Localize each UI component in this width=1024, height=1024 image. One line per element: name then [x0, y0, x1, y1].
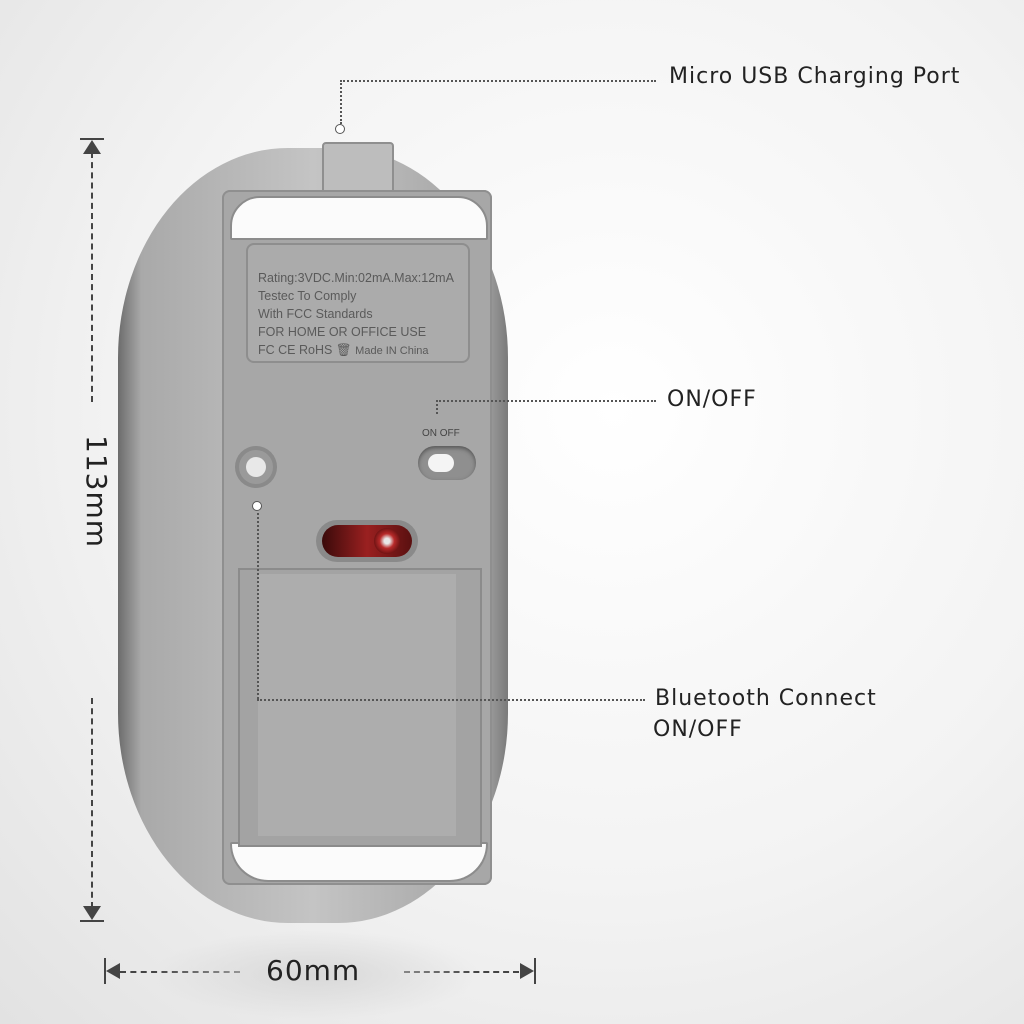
bluetooth-connect-button[interactable] — [235, 446, 277, 488]
battery-door-panel — [258, 574, 456, 836]
usb-callout-line — [340, 80, 656, 82]
height-dimension — [80, 138, 110, 928]
rating-line: FOR HOME OR OFFICE USE — [258, 325, 427, 339]
off-mark: OFF — [439, 428, 460, 439]
rating-plate: Rating:3VDC.Min:02mA.Max:12mA Testec To … — [246, 243, 470, 363]
power-switch[interactable] — [418, 446, 476, 480]
width-label: 60mm — [266, 954, 361, 987]
bluetooth-callout-dot — [252, 501, 262, 511]
glide-pad-bottom — [230, 842, 488, 882]
optical-sensor — [316, 520, 418, 562]
usb-port — [322, 142, 394, 198]
usb-port-label: Micro USB Charging Port — [669, 64, 961, 89]
usb-callout-dot — [335, 124, 345, 134]
bluetooth-label-line2: ON/OFF — [653, 717, 743, 742]
mouse-reflection — [150, 930, 480, 1020]
power-callout-line — [436, 400, 438, 414]
certification-marks: FC CE RoHS — [258, 343, 333, 357]
switch-marks: ON OFF — [422, 428, 460, 439]
rating-line: With FCC Standards — [258, 307, 373, 321]
rating-line: Testec To Comply — [258, 289, 357, 303]
on-mark: ON — [422, 428, 437, 439]
glide-pad-top — [230, 196, 488, 240]
height-label: 113mm — [80, 435, 113, 548]
power-callout-line — [436, 400, 656, 402]
bluetooth-label-line1: Bluetooth Connect — [655, 686, 877, 711]
power-switch-label: ON/OFF — [667, 387, 757, 412]
bluetooth-callout-line — [257, 513, 259, 699]
bluetooth-callout-line — [257, 699, 645, 701]
rating-line: Rating:3VDC.Min:02mA.Max:12mA — [258, 271, 454, 285]
weee-bin-icon: 🗑 — [335, 343, 352, 357]
origin-text: Made IN China — [355, 345, 429, 357]
usb-callout-line — [340, 80, 342, 124]
